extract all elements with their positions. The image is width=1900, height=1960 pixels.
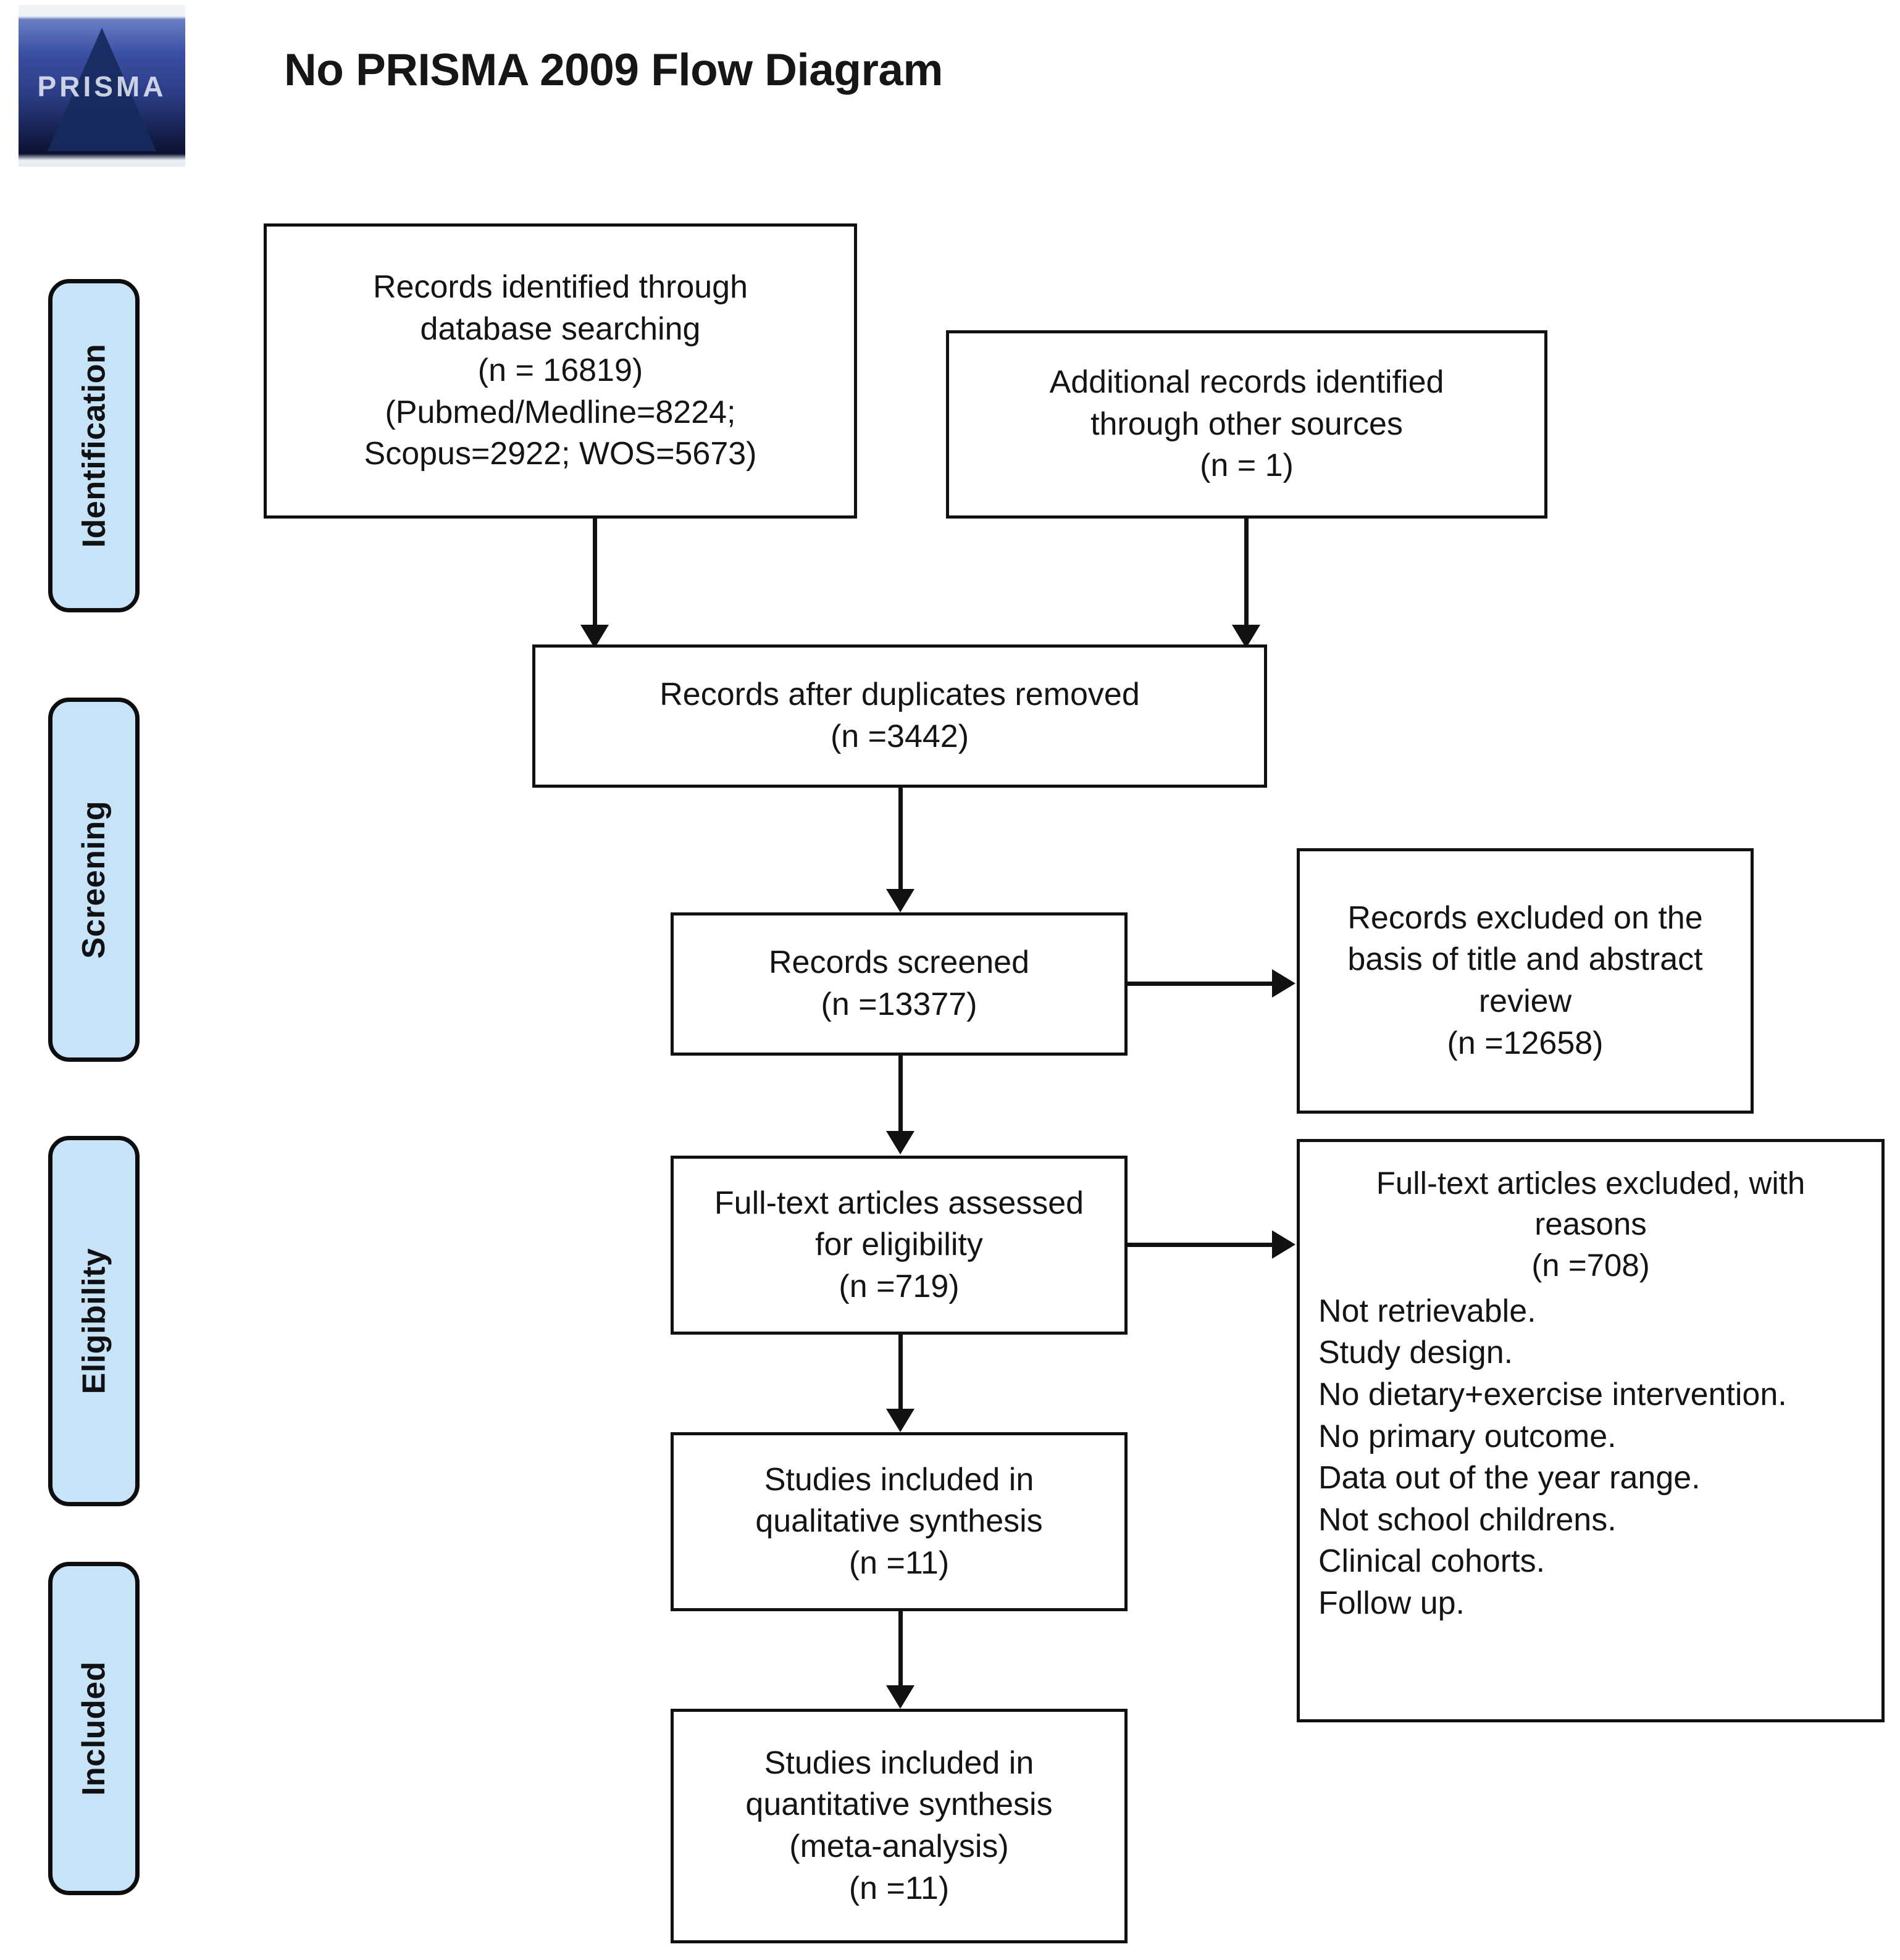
exclusion-reason: Clinical cohorts. <box>1318 1543 1546 1580</box>
box-line: through other sources <box>1090 406 1403 442</box>
box-fulltext-assessed: Full-text articles assessed for eligibil… <box>671 1156 1128 1335</box>
stage-label-eligibility: Eligibility <box>76 1248 112 1395</box>
stage-label-screening: Screening <box>76 801 112 959</box>
exclusion-reason: Follow up. <box>1318 1585 1465 1622</box>
box-records-identified-database: Records identified through database sear… <box>264 223 857 519</box>
stage-tab-identification: Identification <box>48 279 140 612</box>
connector-line <box>898 788 903 903</box>
box-qualitative-synthesis: Studies included in qualitative synthesi… <box>671 1432 1128 1611</box>
box-line: Scopus=2922; WOS=5673) <box>364 436 757 472</box>
box-line: Studies included in <box>764 1461 1034 1498</box>
arrow-down-icon <box>886 889 914 912</box>
stage-label-included: Included <box>76 1661 112 1796</box>
connector-line <box>593 519 597 642</box>
stage-tab-included: Included <box>48 1562 140 1895</box>
connector-line <box>898 1611 903 1698</box>
box-quantitative-synthesis: Studies included in quantitative synthes… <box>671 1709 1128 1943</box>
pyramid-shape <box>48 27 156 151</box>
box-line: (n =13377) <box>821 986 977 1022</box>
box-line: (meta-analysis) <box>789 1829 1009 1864</box>
arrow-down-icon <box>886 1685 914 1709</box>
arrow-down-icon <box>1232 625 1260 648</box>
box-line: Records screened <box>769 945 1029 981</box>
connector-line <box>898 1335 903 1421</box>
box-line: Records identified through <box>372 269 748 306</box>
exclusion-reason: Not retrievable. <box>1318 1293 1536 1329</box>
connector-line <box>1128 1243 1276 1247</box>
exclusion-reason-list: Not retrievable. Study design. No dietar… <box>1310 1291 1872 1625</box>
box-line: (Pubmed/Medline=8224; <box>385 394 736 430</box>
box-line: Studies included in <box>764 1745 1034 1781</box>
box-additional-records-other-sources: Additional records identified through ot… <box>946 330 1547 519</box>
box-line: (n =12658) <box>1447 1025 1604 1061</box>
connector-line <box>1128 982 1276 986</box>
arrow-down-icon <box>580 625 609 648</box>
exclusion-reason: Study design. <box>1318 1335 1513 1371</box>
prisma-logo: PRISMA <box>19 5 185 167</box>
page-title: No PRISMA 2009 Flow Diagram <box>284 45 943 95</box>
exclusion-reason: No primary outcome. <box>1318 1418 1617 1454</box>
box-line: Full-text articles excluded, with <box>1376 1166 1806 1201</box>
box-line: (n =708) <box>1531 1247 1650 1283</box>
box-line: Additional records identified <box>1049 364 1444 401</box>
box-line: basis of title and abstract <box>1347 941 1703 978</box>
box-line: reasons <box>1534 1206 1647 1242</box>
box-line: review <box>1478 983 1572 1019</box>
box-line: (n = 1) <box>1200 448 1294 484</box>
box-line: (n =3442) <box>830 719 969 754</box>
box-line: for eligibility <box>815 1227 983 1263</box>
arrow-down-icon <box>886 1131 914 1154</box>
arrow-right-icon <box>1272 1230 1295 1259</box>
box-line: (n = 16819) <box>477 352 643 389</box>
box-records-screened: Records screened (n =13377) <box>671 912 1128 1056</box>
box-line: (n =11) <box>848 1870 950 1906</box>
connector-line <box>898 1056 903 1143</box>
box-line: (n =719) <box>839 1268 960 1304</box>
logo-wordmark: PRISMA <box>37 70 167 102</box>
exclusion-reason: No dietary+exercise intervention. <box>1318 1377 1787 1413</box>
box-line: Records excluded on the <box>1347 899 1703 936</box>
box-fulltext-excluded-reasons: Full-text articles excluded, with reason… <box>1297 1139 1885 1722</box>
box-line: (n =11) <box>848 1545 950 1581</box>
exclusion-reason: Data out of the year range. <box>1318 1460 1701 1496</box>
box-line: Full-text articles assessed <box>714 1185 1084 1221</box>
exclusion-reason: Not school childrens. <box>1318 1501 1617 1538</box>
arrow-right-icon <box>1272 969 1295 998</box>
box-line: database searching <box>420 311 701 347</box>
box-records-excluded: Records excluded on the basis of title a… <box>1297 848 1754 1114</box>
box-line: Records after duplicates removed <box>659 677 1140 713</box>
arrow-down-icon <box>886 1409 914 1432</box>
stage-tab-eligibility: Eligibility <box>48 1136 140 1506</box>
stage-tab-screening: Screening <box>48 698 140 1062</box>
stage-label-identification: Identification <box>76 343 112 548</box>
box-records-after-duplicates-removed: Records after duplicates removed (n =344… <box>532 644 1267 788</box>
box-line: qualitative synthesis <box>755 1503 1043 1540</box>
box-line: quantitative synthesis <box>745 1787 1053 1823</box>
connector-line <box>1244 519 1249 642</box>
